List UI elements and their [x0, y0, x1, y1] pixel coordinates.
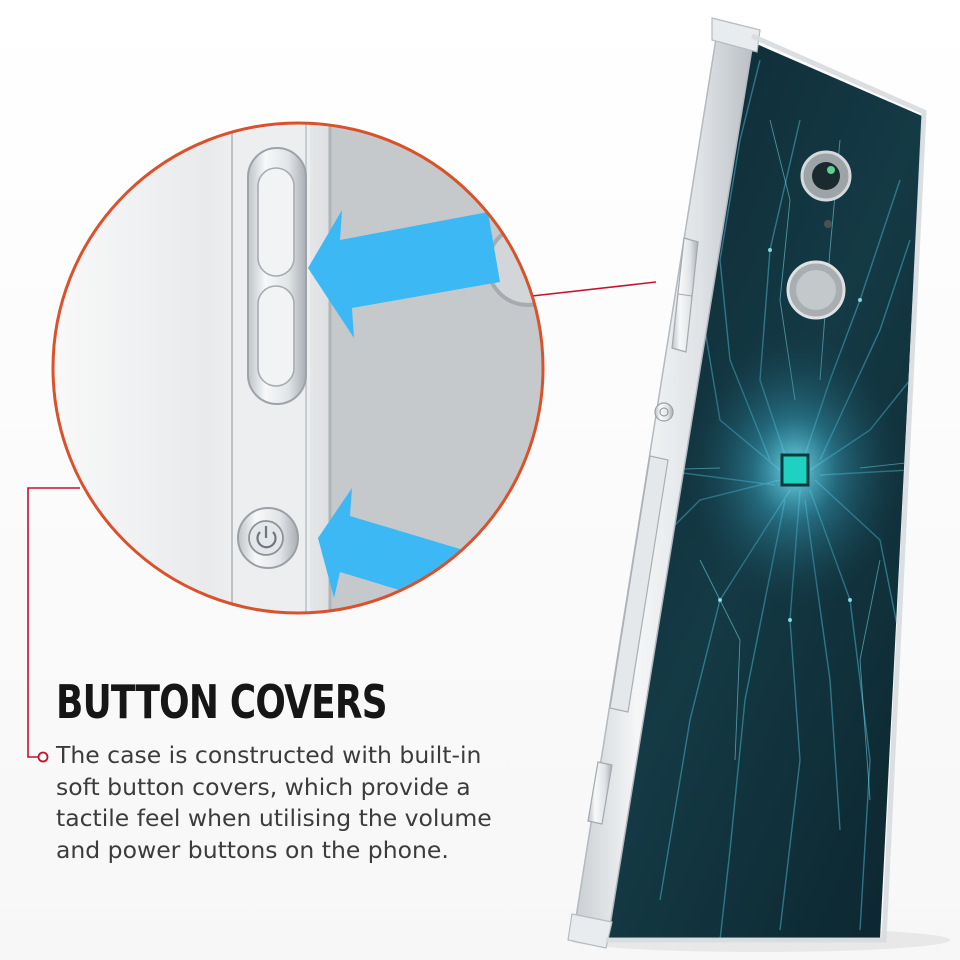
- phone-side-slot: [609, 455, 669, 713]
- phone-camera-button-cover: [587, 761, 613, 825]
- volume-button-cover: [247, 147, 307, 405]
- feature-title: BUTTON COVERS: [56, 675, 388, 729]
- phone-volume-button-cover: [671, 237, 699, 353]
- case-bottom-corner: [567, 913, 613, 949]
- power-icon: [237, 507, 299, 569]
- flash: [824, 220, 832, 228]
- feature-description: The case is constructed with built-in so…: [56, 741, 492, 864]
- case-top-corner: [711, 17, 761, 53]
- callout-lines: [27, 281, 657, 758]
- camera-lens: [800, 150, 852, 202]
- leader-dot-icon: [37, 751, 49, 763]
- phone-power-button-cover: [654, 402, 674, 422]
- fingerprint-sensor: [786, 260, 846, 320]
- phone: [567, 17, 950, 952]
